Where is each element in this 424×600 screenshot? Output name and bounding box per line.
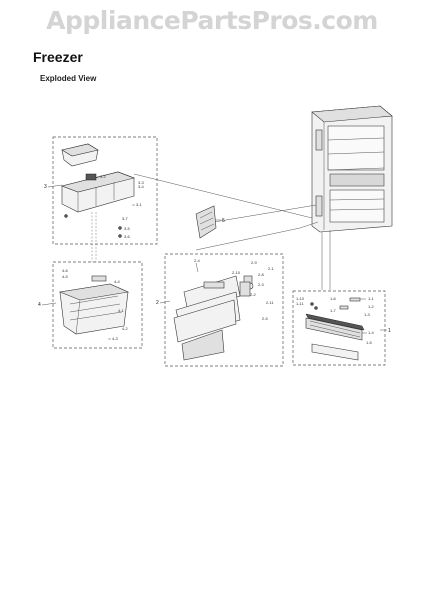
leader-line bbox=[213, 204, 317, 223]
callout-3-1: 3-1 bbox=[136, 202, 143, 207]
callout-2-11: 2-11 bbox=[266, 300, 274, 305]
group-1-drawer-rail-assembly: 1 1-10 1-11 1-6 1-1 1-2 1-3 1-7 1-4 1-5 bbox=[292, 290, 391, 366]
callout-2-8: 2-8 bbox=[258, 272, 265, 277]
leader-line bbox=[195, 221, 319, 251]
callout-3-6: 3-6 bbox=[124, 234, 131, 239]
callout-1-1: 1-1 bbox=[368, 296, 375, 301]
callout-3-4: 3-4 bbox=[138, 184, 145, 189]
callout-3-3: 3-3 bbox=[138, 180, 145, 185]
callout-1-3: 1-3 bbox=[364, 312, 371, 317]
callout-4-2: 4-2 bbox=[122, 326, 129, 331]
callout-3-7: 3-7 bbox=[122, 216, 129, 221]
callout-4-6: 4-6 bbox=[62, 268, 69, 273]
callout-2: 2 bbox=[156, 300, 159, 306]
callout-4-1: 4-1 bbox=[118, 308, 125, 313]
callout-1-6: 1-6 bbox=[330, 296, 337, 301]
refrigerator-illustration bbox=[311, 105, 393, 233]
page-title: Freezer bbox=[33, 49, 83, 65]
callout-2-10: 2-10 bbox=[232, 270, 241, 275]
callout-3-2: 3-2 bbox=[100, 174, 107, 179]
group-3-ice-maker-assembly: 3 3-2 3-3 3-4 3-1 3-7 3-5 3-6 bbox=[44, 136, 158, 245]
callout-2-9: 2-9 bbox=[251, 260, 258, 265]
watermark-logo: AppliancePartsPros.com bbox=[46, 6, 378, 35]
group-2-drawer-front-assembly: 2 2-4 2-9 2-1 2-10 2-8 2-3 2-2 2-11 2-5 bbox=[156, 253, 284, 367]
callout-3: 3 bbox=[44, 184, 47, 190]
callout-3-5: 3-5 bbox=[124, 226, 131, 231]
callout-4-4: 4-4 bbox=[114, 279, 121, 284]
callout-1-5: 1-5 bbox=[366, 340, 373, 345]
callout-2-3: 2-3 bbox=[258, 282, 265, 287]
callout-1-10: 1-10 bbox=[296, 296, 305, 301]
part-5-slide-guide: 5 bbox=[195, 205, 225, 239]
callout-1: 1 bbox=[388, 328, 391, 334]
callout-1-11: 1-11 bbox=[296, 301, 304, 306]
view-subtitle: Exploded View bbox=[40, 74, 97, 83]
callout-1-4: 1-4 bbox=[368, 330, 375, 335]
leader-line bbox=[133, 173, 313, 219]
callout-2-2: 2-2 bbox=[250, 292, 257, 297]
group-4-freezer-basket: 4 4-6 4-5 4-4 4-1 4-3 4-2 bbox=[38, 261, 143, 349]
callout-4: 4 bbox=[38, 302, 41, 308]
callout-4-5: 4-5 bbox=[62, 274, 69, 279]
callout-2-4: 2-4 bbox=[194, 258, 201, 263]
callout-2-1: 2-1 bbox=[268, 266, 275, 271]
callout-5: 5 bbox=[222, 218, 225, 224]
callout-1-2: 1-2 bbox=[368, 304, 375, 309]
callout-1-7: 1-7 bbox=[330, 308, 337, 313]
callout-4-3: 4-3 bbox=[112, 336, 119, 341]
callout-2-5: 2-5 bbox=[262, 316, 269, 321]
